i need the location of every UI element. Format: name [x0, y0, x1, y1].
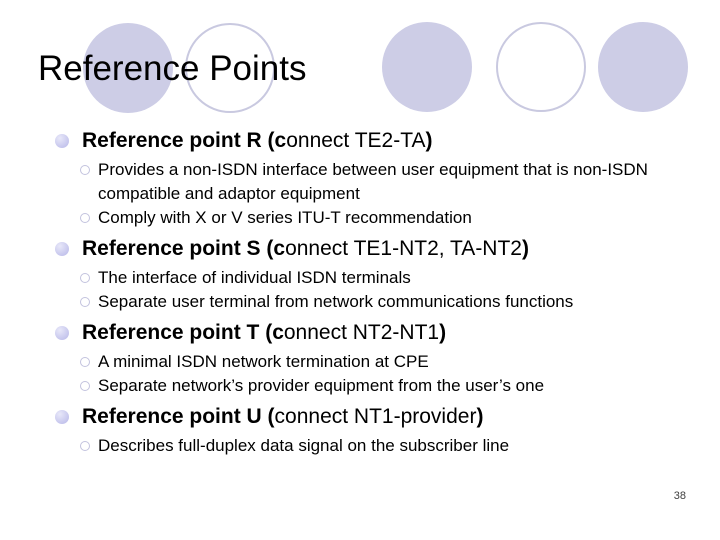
slide-body: Reference point R (connect TE2-TA) Provi… [50, 127, 685, 463]
heading-bold-part: Reference point T (c [82, 321, 284, 344]
sub-bullet-text: Provides a non-ISDN interface between us… [98, 160, 648, 203]
decorative-circle-filled-2 [382, 22, 472, 112]
heading-regular-part: onnect NT2-NT1 [283, 321, 440, 344]
heading-bold-part: Reference point R (c [82, 129, 287, 152]
level1-bullet-icon [55, 410, 69, 424]
heading-bold-part: Reference point U ( [82, 405, 275, 428]
sub-bullet-text: Separate network’s provider equipment fr… [98, 376, 545, 395]
heading-bold-end: ) [439, 321, 447, 344]
heading-regular-part: connect NT1-provider [274, 405, 477, 428]
slide-title: Reference Points [38, 49, 307, 88]
level2-bullet-icon [80, 273, 90, 283]
section-reference-point-r: Reference point R (connect TE2-TA) Provi… [50, 127, 685, 230]
sub-bullet-item: Provides a non-ISDN interface between us… [50, 158, 685, 206]
level1-bullet-icon [55, 134, 69, 148]
level2-bullet-icon [80, 213, 90, 223]
sub-bullet-text: Describes full-duplex data signal on the… [98, 436, 510, 455]
section-reference-point-u: Reference point U (connect NT1-provider)… [50, 403, 685, 458]
section-heading-text: Reference point R (connect TE2-TA) [82, 127, 433, 154]
section-heading: Reference point R (connect TE2-TA) [50, 127, 685, 154]
heading-bold-end: ) [425, 129, 433, 152]
level2-bullet-icon [80, 165, 90, 175]
section-reference-point-t: Reference point T (connect NT2-NT1) A mi… [50, 319, 685, 398]
level1-bullet-icon [55, 242, 69, 256]
sub-bullet-item: Describes full-duplex data signal on the… [50, 434, 685, 458]
sub-bullet-text: The interface of individual ISDN termina… [98, 268, 411, 287]
heading-bold-end: ) [521, 237, 529, 260]
decorative-circle-outline-2 [496, 22, 586, 112]
heading-regular-part: onnect TE1-NT2, TA-NT2 [285, 237, 522, 260]
section-heading: Reference point U (connect NT1-provider) [50, 403, 685, 430]
section-heading-text: Reference point U (connect NT1-provider) [82, 403, 483, 430]
sub-bullet-item: Separate user terminal from network comm… [50, 290, 685, 314]
decorative-circle-outline-1 [185, 23, 275, 113]
heading-regular-part: onnect TE2-TA [286, 129, 426, 152]
sub-bullet-text: Comply with X or V series ITU-T recommen… [98, 208, 472, 227]
level1-bullet-icon [55, 326, 69, 340]
heading-bold-end: ) [476, 405, 484, 428]
decorative-circle-filled-1 [83, 23, 173, 113]
section-heading: Reference point S (connect TE1-NT2, TA-N… [50, 235, 685, 262]
sub-bullet-item: Separate network’s provider equipment fr… [50, 374, 685, 398]
heading-bold-part: Reference point S (c [82, 237, 286, 260]
sub-bullet-item: The interface of individual ISDN termina… [50, 266, 685, 290]
page-number: 38 [673, 490, 686, 502]
sub-bullet-item: Comply with X or V series ITU-T recommen… [50, 206, 685, 230]
section-heading-text: Reference point T (connect NT2-NT1) [82, 319, 446, 346]
section-heading-text: Reference point S (connect TE1-NT2, TA-N… [82, 235, 529, 262]
decorative-circle-filled-3 [598, 22, 688, 112]
level2-bullet-icon [80, 441, 90, 451]
level2-bullet-icon [80, 297, 90, 307]
section-heading: Reference point T (connect NT2-NT1) [50, 319, 685, 346]
sub-bullet-text: A minimal ISDN network termination at CP… [98, 352, 429, 371]
level2-bullet-icon [80, 381, 90, 391]
sub-bullet-item: A minimal ISDN network termination at CP… [50, 350, 685, 374]
sub-bullet-text: Separate user terminal from network comm… [98, 292, 574, 311]
section-reference-point-s: Reference point S (connect TE1-NT2, TA-N… [50, 235, 685, 314]
level2-bullet-icon [80, 357, 90, 367]
